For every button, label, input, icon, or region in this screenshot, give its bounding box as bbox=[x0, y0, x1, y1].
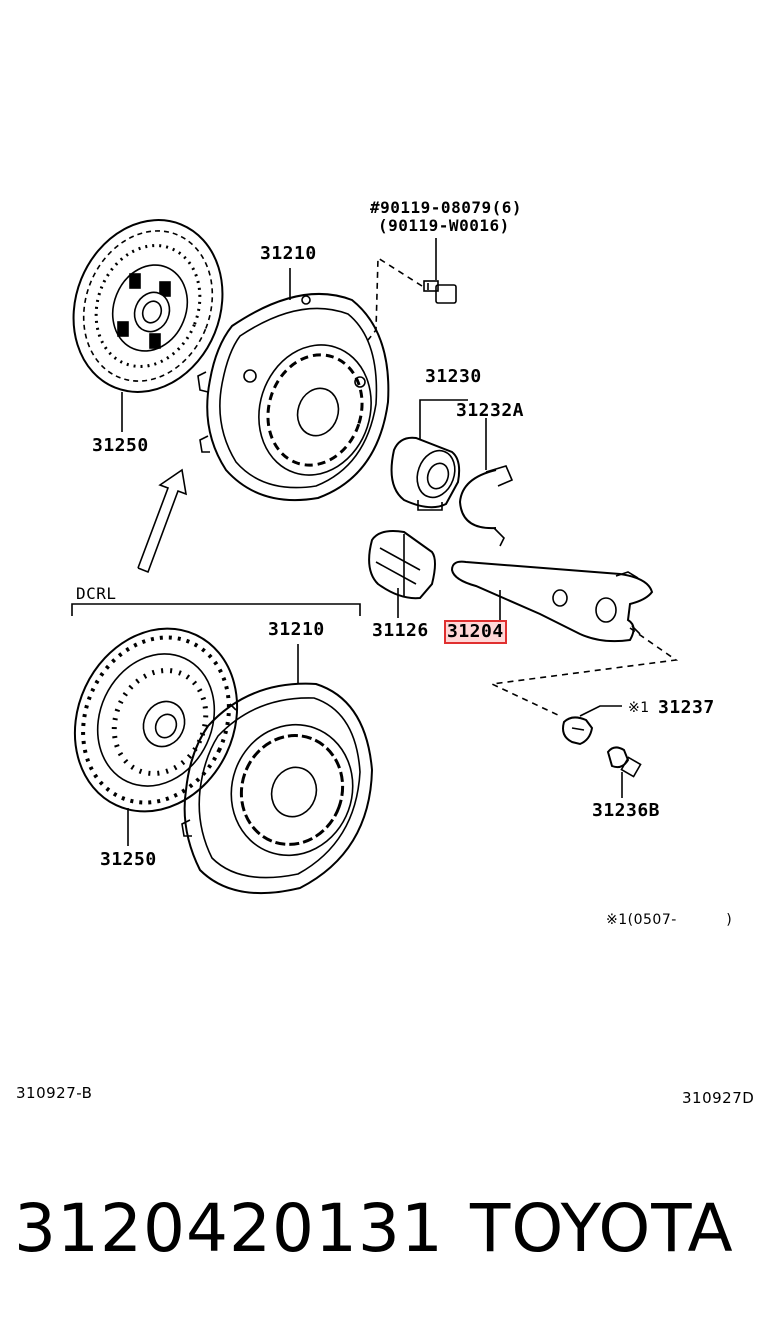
label-clip: 31232A bbox=[456, 400, 525, 421]
label-pivot-ball: 31237 bbox=[658, 697, 715, 718]
part-number: 3120420131 bbox=[14, 1190, 444, 1267]
label-group: DCRL bbox=[76, 584, 117, 603]
label-disc-bottom: 31250 bbox=[100, 849, 157, 870]
label-pivot-prefix: ※1 bbox=[628, 700, 650, 716]
label-cover-bottom: 31210 bbox=[268, 619, 325, 640]
bolt-top bbox=[423, 280, 457, 304]
label-code-right: 310927D bbox=[682, 1089, 755, 1107]
pivot-ball bbox=[562, 716, 594, 746]
leader-bearing bbox=[419, 399, 468, 440]
release-fork bbox=[450, 560, 654, 643]
clutch-disc-top bbox=[72, 219, 224, 393]
label-boot: 31126 bbox=[372, 620, 429, 641]
clutch-cover-bottom bbox=[181, 682, 374, 895]
label-bolt-part: #90119-08079(6) bbox=[370, 198, 522, 217]
clutch-disc-bottom bbox=[73, 627, 239, 813]
label-fork-highlighted[interactable]: 31204 bbox=[444, 620, 507, 644]
clutch-cover-top bbox=[197, 293, 390, 502]
assembly-arrow bbox=[137, 468, 188, 574]
bolt-dashed-leader bbox=[367, 256, 423, 341]
release-bearing bbox=[390, 436, 461, 511]
label-disc-top: 31250 bbox=[92, 435, 149, 456]
label-bolt-bottom: 31236B bbox=[592, 800, 661, 821]
label-bearing: 31230 bbox=[425, 366, 482, 387]
fork-dashed-leader bbox=[489, 627, 679, 717]
dcrl-bracket bbox=[71, 603, 361, 616]
bolt-bottom bbox=[606, 746, 642, 778]
release-clip bbox=[458, 465, 514, 547]
label-code-left: 310927-B bbox=[16, 1084, 93, 1102]
release-fork-boot bbox=[368, 530, 436, 600]
brand-name: TOYOTA bbox=[470, 1190, 734, 1267]
leader-pivot bbox=[579, 705, 622, 717]
label-bolt-alt: (90119-W0016) bbox=[378, 216, 510, 235]
label-note: ※1(0507- ) bbox=[606, 912, 733, 928]
label-cover-top: 31210 bbox=[260, 243, 317, 264]
